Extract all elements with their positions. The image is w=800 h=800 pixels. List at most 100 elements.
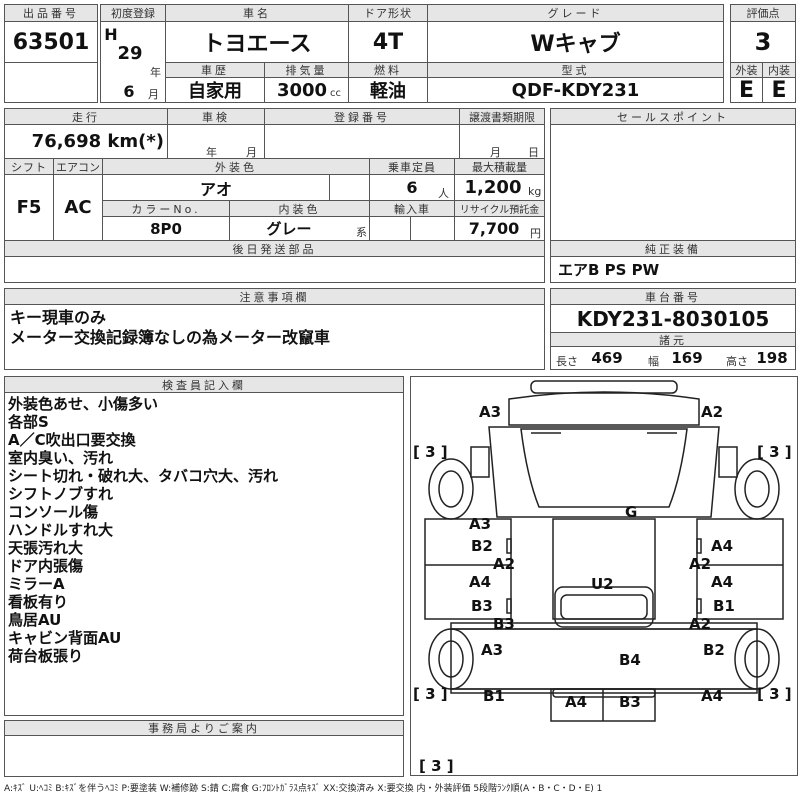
import-label: 輸入車 — [369, 200, 455, 217]
wheel-front-left-shape — [428, 458, 474, 520]
bed-side-shape — [450, 628, 758, 690]
displacement: 3000 — [276, 79, 328, 101]
damage-diagram: A3 A2 G A3 B2 A2 A4 B3 B3 A4 A2 A4 B1 A2… — [410, 376, 798, 776]
notes-line: メーター交換記録簿なしの為メーター改竄車 — [10, 328, 331, 347]
mileage-label: 走行 — [4, 108, 168, 125]
damage-l-door1b: B2 — [471, 537, 493, 555]
exterior-grade: E — [738, 77, 755, 103]
aircon: AC — [64, 197, 92, 218]
inspector-line: 鳥居AU — [8, 611, 62, 629]
wheel-front-right-shape — [734, 458, 780, 520]
damage-tail-right: B3 — [619, 693, 641, 711]
later-parts-box — [4, 256, 545, 283]
inspection-box — [167, 124, 265, 159]
shift: F5 — [16, 197, 42, 218]
damage-l-rear: A3 — [481, 641, 503, 659]
notes-text: キー現車のみ メーター交換記録簿なしの為メーター改竄車 — [10, 308, 330, 348]
sales-points-box — [550, 124, 796, 241]
inspection-year-unit: 年 — [206, 146, 217, 159]
chassis-number: KDY231-8030105 — [576, 306, 770, 331]
truck-outline: A3 A2 G A3 B2 A2 A4 B3 B3 A4 A2 A4 B1 A2… — [413, 380, 792, 775]
office-box — [4, 735, 404, 777]
model-label: 型式 — [427, 62, 724, 78]
office-label: 事務局よりご案内 — [4, 720, 404, 736]
interior-grade: E — [771, 77, 787, 103]
spec-length: 469 — [591, 349, 623, 367]
equipment: エアB PS PW — [558, 261, 660, 279]
transfer-box — [459, 124, 545, 159]
spec-width: 169 — [671, 349, 703, 367]
score-label: 評価点 — [730, 4, 796, 22]
displacement-box — [264, 77, 349, 103]
specs-label: 諸元 — [550, 332, 796, 347]
capacity: 6 — [406, 178, 418, 197]
exterior-grade-label: 外装 — [730, 62, 763, 78]
equipment-label: 純正装備 — [550, 240, 796, 257]
inspector-line: A／C吹出口要交換 — [8, 431, 136, 449]
registration-label: 登録番号 — [264, 108, 460, 125]
inspector-line: 天張汚れ大 — [8, 539, 84, 557]
transfer-label: 譲渡書類期限 — [459, 108, 545, 125]
mirror-left-shape — [470, 446, 490, 478]
tire-rear-right: [ 3 ] — [757, 685, 792, 703]
grade-label: グレード — [427, 4, 724, 22]
first-reg-era: H — [104, 24, 118, 44]
color-no-label: カラーNo. — [102, 200, 230, 217]
lot-label: 出品番号 — [4, 4, 98, 22]
damage-l-sill: B3 — [493, 615, 515, 633]
first-reg-month-unit: 月 — [148, 88, 159, 101]
history-box — [165, 77, 265, 103]
damage-r-rear2: A4 — [701, 687, 723, 705]
mirror-right-shape — [718, 446, 738, 478]
lot-box — [4, 21, 98, 63]
damage-r-rear: B2 — [703, 641, 725, 659]
damage-bed-rear: B4 — [619, 651, 641, 669]
recycle-unit: 円 — [530, 227, 541, 240]
chassis-label: 車台番号 — [550, 288, 796, 305]
bed-floor-shape — [554, 586, 654, 628]
specs-box — [550, 346, 796, 370]
inspector-line: 外装色あせ、小傷多い — [8, 395, 159, 413]
damage-r-door2b: B1 — [713, 597, 735, 615]
displacement-unit: cc — [330, 88, 341, 99]
spec-height: 198 — [756, 349, 788, 367]
exterior-grade-box — [730, 77, 763, 103]
inspector-line: 荷台板張り — [8, 647, 84, 665]
tire-front-left: [ 3 ] — [413, 443, 448, 461]
model-box — [427, 77, 724, 103]
damage-r-door2: A4 — [711, 573, 733, 591]
fuel-label: 燃料 — [348, 62, 428, 78]
damage-l-door2: A4 — [469, 573, 491, 591]
max-load-unit: kg — [528, 185, 542, 198]
inspector-box — [4, 392, 404, 716]
sales-points-label: セールスポイント — [550, 108, 796, 125]
tire-front-right: [ 3 ] — [757, 443, 792, 461]
first-reg-year: 29 — [117, 42, 143, 64]
damage-l-rear2: B1 — [483, 687, 505, 705]
recycle: 7,700 — [468, 219, 520, 238]
aircon-box — [53, 174, 103, 241]
recycle-label: リサイクル預託金 — [454, 200, 545, 217]
inspector-notes: 外装色あせ、小傷多い 各部S A／C吹出口要交換 室内臭い、汚れ シート切れ・破… — [8, 395, 278, 665]
inspector-line: 看板有り — [8, 593, 69, 611]
mileage: 76,698 km(*) — [31, 131, 164, 152]
inspector-line: コンソール傷 — [8, 503, 99, 521]
inspector-line: シート切れ・破れ大、タバコ穴大、汚れ — [8, 467, 279, 485]
inspector-line: キャビン背面AU — [8, 629, 122, 647]
registration-box — [264, 124, 460, 159]
history: 自家用 — [188, 81, 242, 102]
first-reg-month: 6 — [123, 81, 135, 101]
import-divider — [410, 216, 411, 241]
import-box — [369, 216, 455, 241]
notes-label: 注意事項欄 — [4, 288, 545, 305]
first-reg-year-unit: 年 — [150, 66, 161, 79]
capacity-unit: 人 — [438, 187, 449, 200]
interior-color-suffix: 系 — [356, 226, 367, 239]
interior-color-label: 内装色 — [229, 200, 370, 217]
first-reg-label: 初度登録 — [100, 4, 166, 22]
damage-front-right: A2 — [701, 403, 723, 421]
max-load: 1,200 — [464, 177, 522, 198]
transfer-day-unit: 日 — [528, 146, 539, 159]
damage-bed: U2 — [591, 575, 614, 593]
damage-r-door1: A4 — [711, 537, 733, 555]
